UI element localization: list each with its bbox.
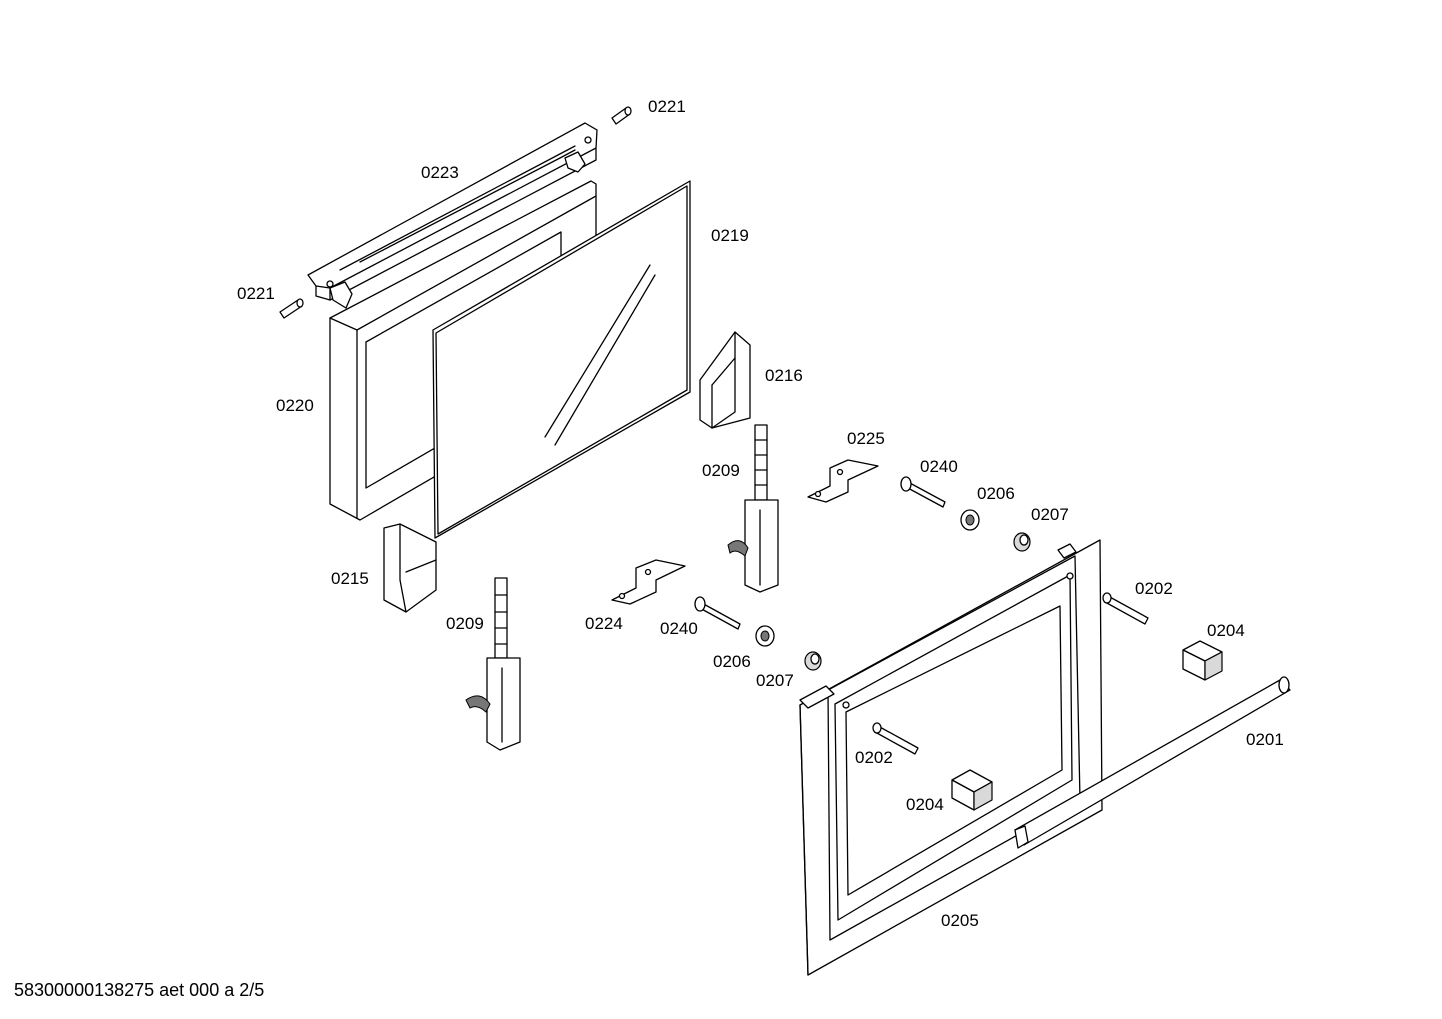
part-0207-cap-left — [804, 651, 822, 671]
label-0206-left: 0206 — [713, 652, 751, 671]
part-0223-top-trim — [307, 122, 598, 309]
part-0215-hinge-bracket — [383, 523, 437, 613]
part-0202-pin-left — [872, 722, 919, 755]
part-0202-pin-right — [1102, 592, 1149, 625]
label-0209-right: 0209 — [702, 461, 740, 480]
label-0216: 0216 — [765, 366, 803, 385]
part-0209-hinge-left — [465, 577, 521, 751]
part-0204-block-right — [1182, 640, 1223, 681]
label-0221-top: 0221 — [648, 97, 686, 116]
part-0240-screw-right — [900, 476, 946, 508]
part-0240-screw-left — [694, 596, 741, 630]
label-0215: 0215 — [331, 569, 369, 588]
label-0202-left: 0202 — [855, 748, 893, 767]
label-0204-left: 0204 — [906, 795, 944, 814]
label-0207-left: 0207 — [756, 671, 794, 690]
label-0240-right: 0240 — [920, 457, 958, 476]
part-0205-outer-door — [799, 539, 1103, 976]
label-0206-right: 0206 — [977, 484, 1015, 503]
label-0220: 0220 — [276, 396, 314, 415]
part-0225-bracket — [807, 459, 879, 503]
label-0219: 0219 — [711, 226, 749, 245]
label-0204-right: 0204 — [1207, 621, 1245, 640]
label-0207-right: 0207 — [1031, 505, 1069, 524]
part-0224-bracket — [611, 559, 686, 605]
part-0207-cap-right — [1013, 532, 1031, 552]
part-0209-hinge-right — [727, 424, 779, 593]
label-0209-left: 0209 — [446, 614, 484, 633]
label-0205: 0205 — [941, 911, 979, 930]
label-0202-right: 0202 — [1135, 579, 1173, 598]
label-0240-left: 0240 — [660, 619, 698, 638]
label-0221-left: 0221 — [237, 284, 275, 303]
part-0201-handle — [1014, 676, 1291, 849]
part-0206-washer-right — [960, 509, 980, 531]
part-0221-pin-left — [279, 298, 304, 319]
part-0204-block-left — [951, 769, 993, 811]
label-0225: 0225 — [847, 429, 885, 448]
label-0223: 0223 — [421, 163, 459, 182]
part-0221-pin-top — [611, 106, 632, 125]
label-0201: 0201 — [1246, 730, 1284, 749]
part-0219-glass-panel — [432, 180, 691, 539]
part-0206-washer-left — [755, 625, 775, 647]
label-0224: 0224 — [585, 614, 623, 633]
part-0216-hinge-bracket — [699, 331, 751, 429]
drawing-reference-number: 58300000138275 aet 000 a 2/5 — [14, 980, 265, 1000]
